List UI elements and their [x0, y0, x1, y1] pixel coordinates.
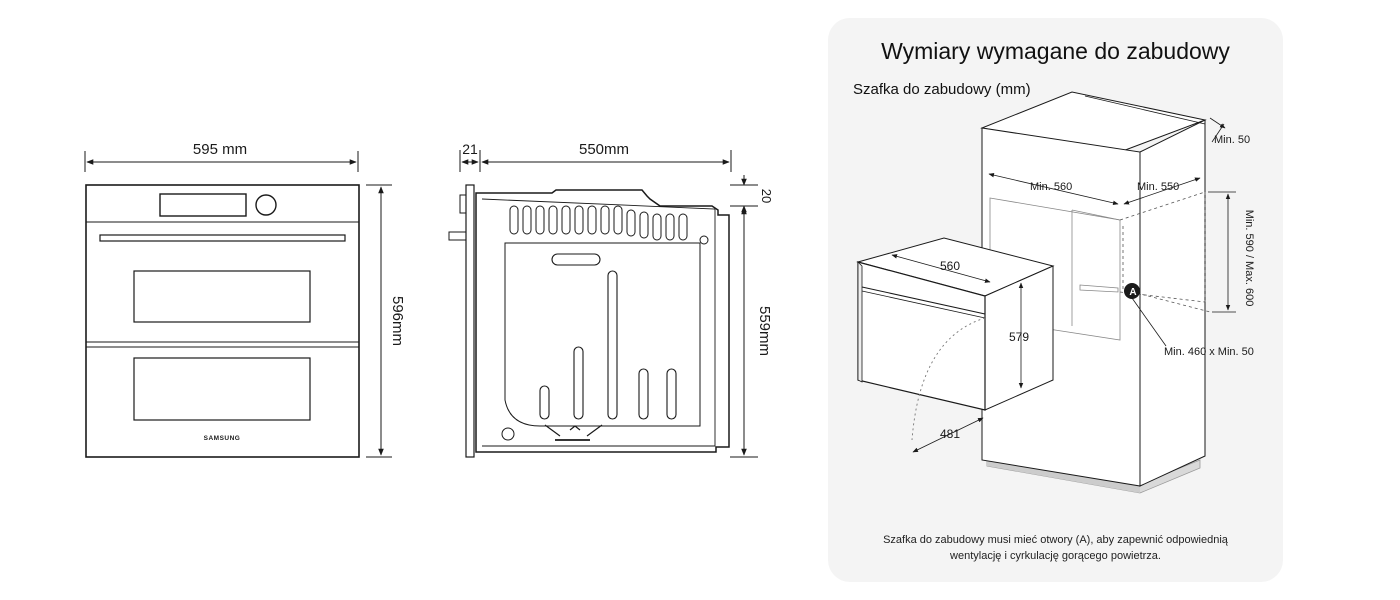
front-width-label: 595 mm — [193, 141, 247, 158]
dim-min-560 — [988, 172, 1119, 206]
control-knob — [255, 194, 277, 216]
installation-subtitle: Szafka do zabudowy (mm) — [853, 81, 1031, 98]
lower-door-window — [133, 357, 311, 421]
front-panel-label: 21 — [462, 141, 478, 157]
top-gap-label: 20 — [759, 189, 774, 203]
side-view — [448, 150, 758, 458]
label-oven-579: 579 — [1009, 330, 1029, 344]
upper-door-handle — [99, 234, 346, 242]
label-height-range: Min. 590 / Max. 600 — [1243, 210, 1255, 307]
dim-door-481 — [912, 417, 984, 453]
front-height-label: 596mm — [389, 296, 406, 346]
installation-note: Szafka do zabudowy musi mieć otwory (A),… — [883, 534, 1228, 562]
label-min-550: Min. 550 — [1137, 181, 1179, 193]
control-display — [159, 193, 247, 217]
upper-door-window — [133, 270, 311, 323]
installation-title: Wymiary wymagane do zabudowy — [881, 38, 1230, 64]
side-front-panel — [465, 184, 475, 458]
label-vent-size: Min. 460 x Min. 50 — [1164, 346, 1254, 358]
oven-side-body — [475, 189, 730, 453]
brand-logo-text: SAMSUNG — [204, 435, 241, 442]
vent-marker-badge — [1124, 283, 1140, 299]
label-min-50-top: Min. 50 — [1214, 134, 1250, 146]
oven-front-body — [85, 184, 360, 458]
label-door-481: 481 — [940, 427, 960, 441]
front-view — [84, 151, 392, 458]
depth-label: 550mm — [579, 141, 629, 158]
vent-marker-label: A — [1129, 287, 1136, 298]
dim-oven-560 — [891, 254, 991, 283]
body-height-label: 559mm — [756, 306, 773, 356]
side-handle — [448, 231, 467, 241]
label-oven-560: 560 — [940, 259, 960, 273]
dim-min-550 — [1123, 177, 1201, 205]
label-min-560: Min. 560 — [1030, 181, 1072, 193]
cabinet-drawing — [856, 91, 1236, 494]
